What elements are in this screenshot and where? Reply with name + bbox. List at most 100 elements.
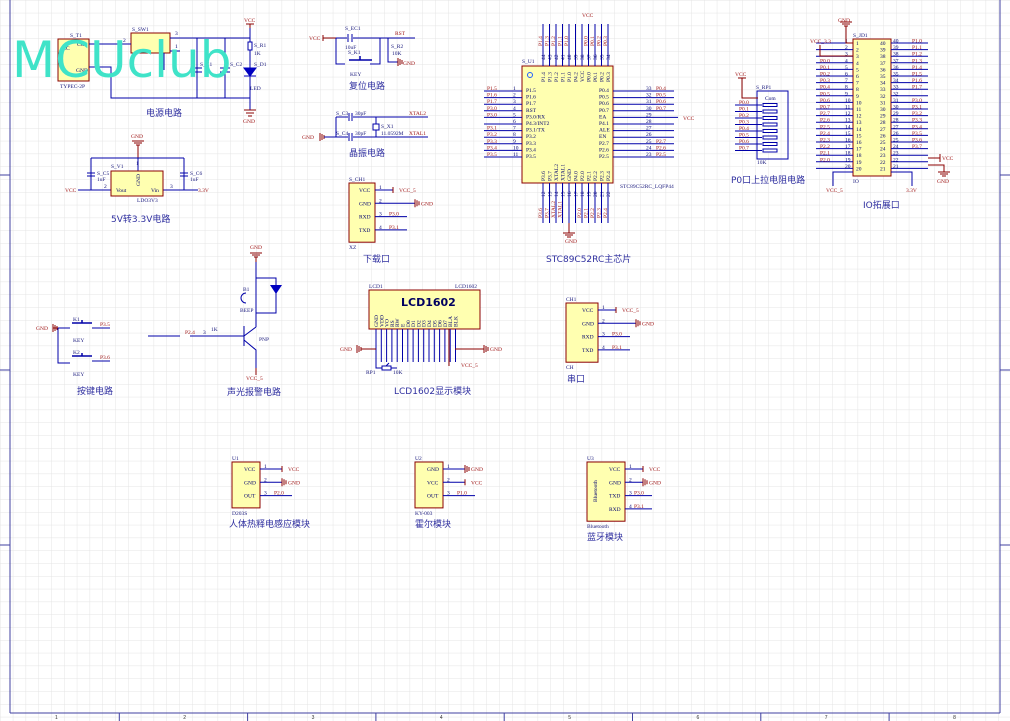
io-pin-num: 33 <box>880 87 886 93</box>
io-net-label: P0.6 <box>820 98 830 104</box>
io-net-label: P3.4 <box>912 124 922 130</box>
io-vcc-label: VCC <box>942 156 954 162</box>
mcu-pin-name: P0.0 <box>587 72 593 82</box>
download-ref: S_CH1 <box>349 177 365 183</box>
io-pin-num: 37 <box>880 61 886 67</box>
gnd-icon <box>356 345 376 353</box>
io-pin-num: 15 <box>845 131 851 137</box>
mcu-net-label: P1.7 <box>487 99 497 105</box>
mcu-pin-num: 44 <box>541 54 547 60</box>
xtal2-net: XTAL2 <box>409 111 426 117</box>
io-pin-num: 35 <box>893 72 899 78</box>
io-pin-num: 5 <box>856 67 859 73</box>
io-net-label: P3.6 <box>912 138 922 144</box>
mcu-pin-name: EA <box>599 114 606 120</box>
mcu-pin-name: XTAL1 <box>561 164 567 181</box>
download-part: XZ <box>349 245 357 251</box>
io-pin-num: 5 <box>845 65 848 71</box>
mcu-pin-num: 34 <box>606 54 612 60</box>
mcu-pin-name: P2.6 <box>599 147 609 153</box>
ldo-vcc-label: VCC <box>65 188 77 194</box>
io-pin-num: 20 <box>845 164 851 170</box>
reset-circuit: VCC S_EC1 10uF S_K1 KEY RST S_R2 10K GND… <box>309 26 415 92</box>
r2-value: 10K <box>392 51 402 57</box>
io-pin-num: 28 <box>893 118 899 124</box>
io-net-label: P3.2 <box>912 111 922 117</box>
io-pin-num: 33 <box>893 85 899 91</box>
c3-ref: S_C3 <box>336 111 348 117</box>
mcu-net-label: P3.0 <box>487 112 497 118</box>
gnd-icon <box>250 252 262 262</box>
buzzer-wires <box>148 262 277 368</box>
mcu-pin-name: P0.2 <box>600 72 606 82</box>
mcu-net-label: P3.3 <box>487 139 497 145</box>
io-pin-num: 25 <box>893 138 899 144</box>
io-pin-num: 19 <box>856 160 862 166</box>
generated-components: S_U1STC89C52RC_LQFP44STC89C52RC主芯片P1.51P… <box>229 13 954 543</box>
mcu-pin-num: 21 <box>600 191 606 197</box>
io-title: IO拓展口 <box>863 199 900 211</box>
io-net-label: P1.0 <box>912 39 922 45</box>
mcu-net-label: P1.1 <box>558 36 564 46</box>
k1-value: KEY <box>73 338 84 344</box>
r1-value: 1K <box>254 51 261 57</box>
mcu-net-label: P0.7 <box>656 106 666 112</box>
bt-pin-name: RXD <box>609 507 621 513</box>
lcd-pin-name: D2 <box>416 320 422 327</box>
reset-vcc-label: VCC <box>309 36 321 42</box>
lcd-pin-name: BLA <box>448 316 454 327</box>
mcu-pin-name: P2.4 <box>606 171 612 181</box>
io-net-label: P2.0 <box>820 157 830 163</box>
serial-pin-name: VCC <box>582 308 594 314</box>
serial-title: 串口 <box>567 374 585 385</box>
d1-value: LED <box>250 86 261 92</box>
pullup-net-label: P0.6 <box>739 139 749 145</box>
io-pin-num: 26 <box>893 131 899 137</box>
serial-net-label: VCC_5 <box>622 308 639 314</box>
io-pin-num: 23 <box>880 153 886 159</box>
k1-ref: S_K1 <box>348 50 361 56</box>
buzzer-gnd-label: GND <box>250 245 262 251</box>
io-net-label: P0.4 <box>820 85 830 91</box>
io-net-label: P2.2 <box>820 144 830 150</box>
mcu-pin-name: P0.6 <box>599 101 609 107</box>
mcu-pin-num: 2 <box>513 93 516 99</box>
lcd-pin-name: RS <box>390 320 396 327</box>
download-net-label: P3.1 <box>389 225 399 231</box>
mcu-pin-num: 23 <box>646 152 652 158</box>
t1-pin-cc: CC <box>77 42 85 48</box>
bt-body-label: Bluetooth <box>593 480 599 502</box>
bt-net-label: VCC <box>649 467 661 473</box>
mcu-pin-name: P1.6 <box>526 95 536 101</box>
c4-value: 30pF <box>355 131 366 137</box>
resistor-icon <box>762 129 778 133</box>
mcu-ea-vcc: VCC <box>683 116 695 122</box>
mcu-body <box>521 65 614 184</box>
lcd-pin-name: E <box>401 323 407 327</box>
mcu-pin-num: 20 <box>593 191 599 197</box>
bt-pin-name: TXD <box>609 494 620 500</box>
pullup-net-label: P0.3 <box>739 120 749 126</box>
io-net-label: P1.5 <box>912 72 922 78</box>
resistor-icon <box>762 116 778 120</box>
mcu-pin-name: P1.1 <box>561 72 567 82</box>
mcu-pin-name: ALE <box>599 128 610 134</box>
mcu-pin-num: 4 <box>513 106 516 112</box>
mcu-pin-num: 19 <box>587 191 593 197</box>
io-pin-num: 7 <box>845 78 848 84</box>
key-wires <box>57 327 110 364</box>
vcc-port-icon <box>322 35 336 41</box>
download-title: 下载口 <box>363 253 390 265</box>
t1-pin-nc: NC <box>62 46 70 52</box>
rp-value: 10K <box>393 370 403 376</box>
serial-part: CH <box>566 365 574 371</box>
mcu-pin-name: P0.3 <box>606 72 612 82</box>
lcd-pin-name: D1 <box>411 320 417 327</box>
gnd-icon <box>642 478 648 487</box>
ruler-number: 5 <box>568 715 571 721</box>
mcu-pin-num: 16 <box>567 191 573 197</box>
